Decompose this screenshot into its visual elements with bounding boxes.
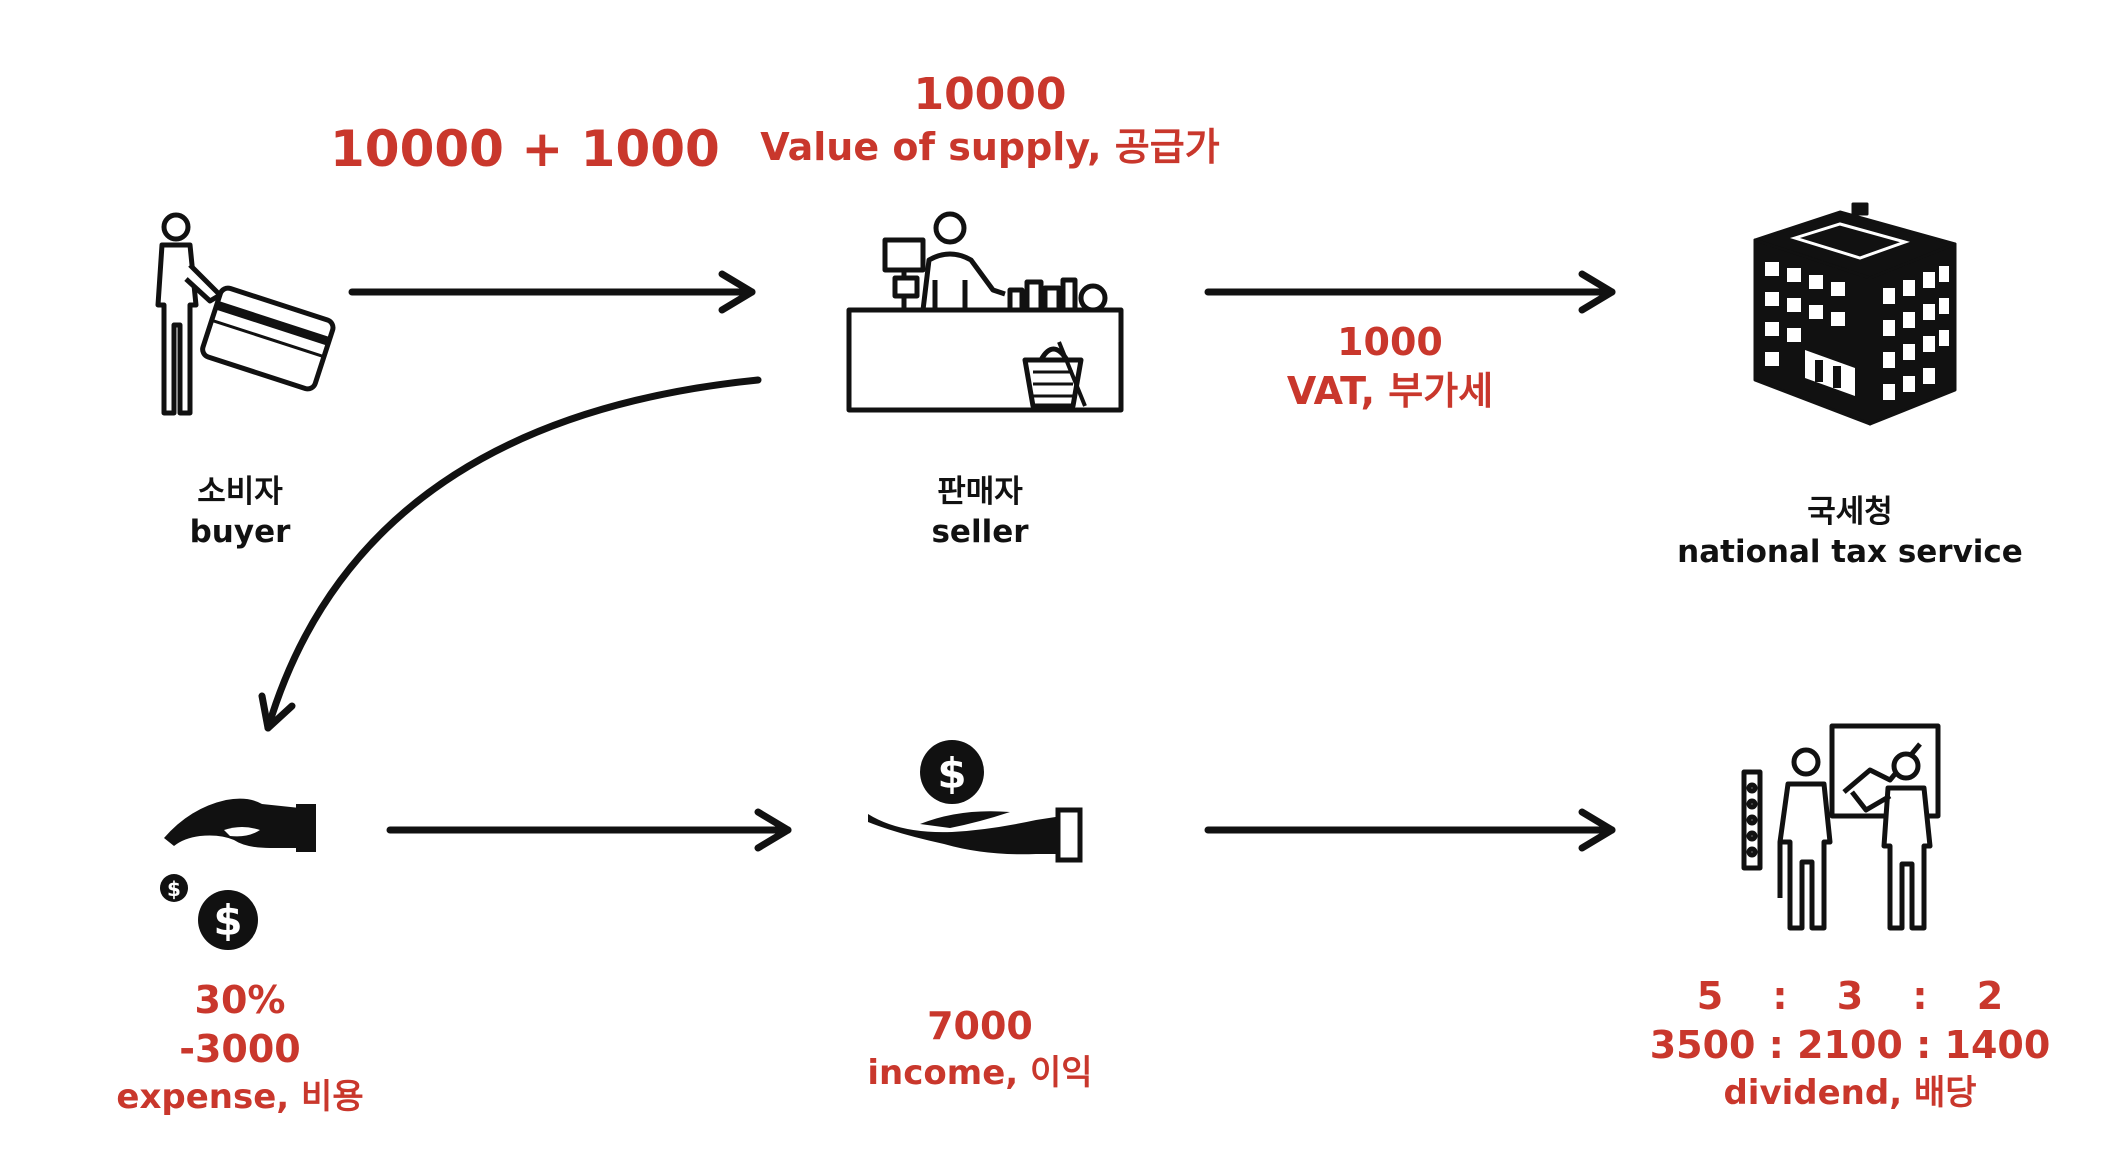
receiving-hand-coin-icon: $ xyxy=(868,740,1083,863)
dividend-ratio-b: 3 xyxy=(1836,974,1864,1018)
supply-value-block: 10000 Value of supply, 공급가 xyxy=(740,66,1240,173)
seller-label-ko: 판매자 xyxy=(937,474,1023,510)
buyer-label-ko: 소비자 xyxy=(197,474,283,510)
arrow-income-to-dividend xyxy=(1204,808,1616,852)
vat-label: VAT, 부가세 xyxy=(1286,369,1494,414)
dividend-ratio-a: 5 xyxy=(1696,974,1724,1018)
government-building-icon xyxy=(1753,202,1957,426)
expense-label: expense, 비용 xyxy=(116,1076,364,1117)
dividend-block: 5 : 3 : 2 3500 : 2100 : 1400 dividend, 배… xyxy=(1640,972,2060,1115)
buyer-label-en: buyer xyxy=(189,514,291,551)
giving-hand-coins-icon: $ $ xyxy=(160,798,316,950)
vat-amount: 1000 xyxy=(1337,320,1443,364)
dividend-amounts: 3500 : 2100 : 1400 xyxy=(1649,1023,2051,1068)
expense-block: 30% -3000 expense, 비용 xyxy=(90,976,390,1119)
arrow-buyer-to-seller xyxy=(348,270,756,314)
arrow-seller-to-tax xyxy=(1204,270,1616,314)
tax-label-en: national tax service xyxy=(1677,534,2023,571)
seller-label: 판매자 seller xyxy=(880,472,1080,553)
svg-text:$: $ xyxy=(213,896,242,945)
buyer-payment-amount: 10000 + 1000 xyxy=(330,120,720,178)
dividend-ratio-c: 2 xyxy=(1976,974,2004,1018)
vat-block: 1000 VAT, 부가세 xyxy=(1240,318,1540,417)
presentation-people-icon xyxy=(1741,723,1941,931)
supply-value-amount: 10000 xyxy=(913,69,1067,120)
expense-percent: 30% xyxy=(194,978,286,1022)
income-amount: 7000 xyxy=(927,1004,1033,1048)
svg-text:$: $ xyxy=(937,749,966,798)
seller-label-en: seller xyxy=(931,514,1029,551)
income-block: 7000 income, 이익 xyxy=(830,1002,1130,1096)
dividend-ratio-sep2: : xyxy=(1912,974,1928,1018)
tax-label-block: 국세청 national tax service xyxy=(1650,492,2050,573)
supply-value-label: Value of supply, 공급가 xyxy=(760,125,1220,170)
buyer-label: 소비자 buyer xyxy=(140,472,340,553)
expense-amount: -3000 xyxy=(179,1027,301,1072)
cashier-counter-icon xyxy=(846,211,1124,413)
arrow-expense-to-income xyxy=(386,808,792,852)
dividend-label: dividend, 배당 xyxy=(1723,1072,1977,1113)
dividend-ratio: 5 : 3 : 2 xyxy=(1640,972,2060,1021)
income-label: income, 이익 xyxy=(867,1053,1093,1094)
buyer-card-icon xyxy=(155,212,336,416)
arrow-seller-to-expense xyxy=(258,376,762,732)
tax-label-ko: 국세청 xyxy=(1807,494,1893,530)
svg-text:$: $ xyxy=(167,877,181,901)
dividend-ratio-sep1: : xyxy=(1772,974,1788,1018)
